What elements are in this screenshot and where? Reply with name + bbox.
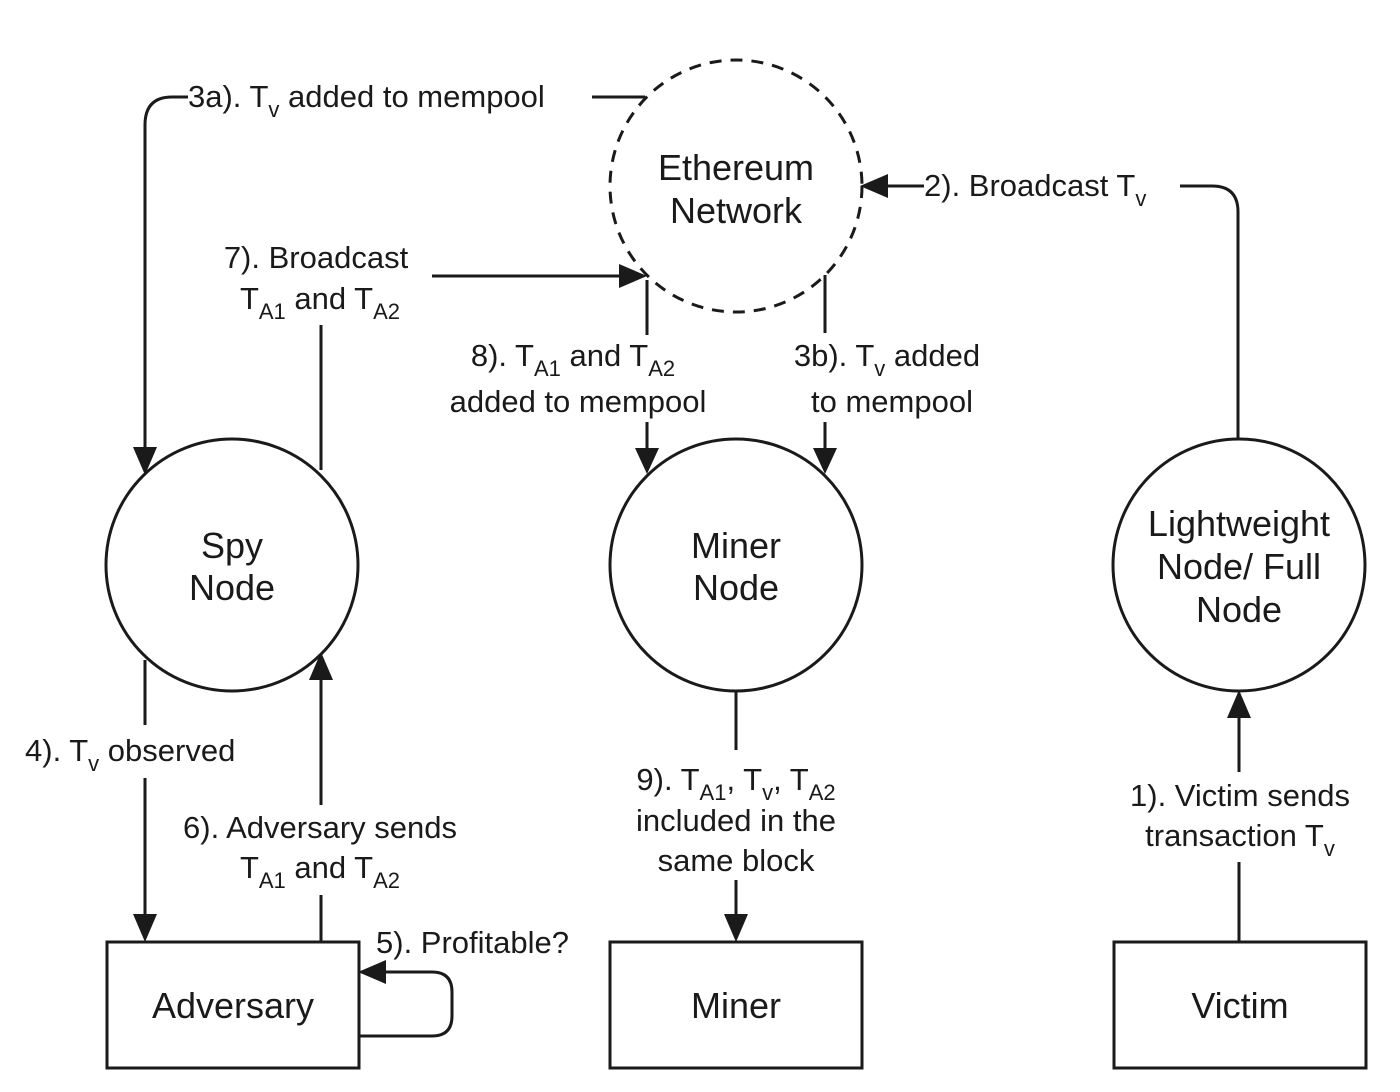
- adversary-box: Adversary: [105, 940, 361, 1070]
- edge-6-label-line-1: 6). Adversary sends: [183, 810, 457, 845]
- edge-3b-label-line-2: to mempool: [811, 384, 973, 419]
- edge-6-label: 6). Adversary sends TA1 and TA2: [183, 810, 457, 893]
- full-node-label-line-3: Node: [1196, 589, 1282, 630]
- edge-1-label-line-2: transaction Tv: [1145, 818, 1335, 861]
- edge-3b-label-line-1: 3b). Tv added: [794, 338, 980, 381]
- edge-7-arrowhead: [619, 264, 647, 288]
- miner-box: Miner: [608, 940, 864, 1070]
- edge-8-label: 8). TA1 and TA2 added to mempool: [450, 338, 707, 419]
- edge-8-label-line-1: 8). TA1 and TA2: [471, 338, 675, 381]
- edge-1-arrowhead: [1227, 690, 1251, 718]
- edge-3b-arrowhead: [813, 448, 837, 474]
- edge-8-arrowhead: [635, 448, 659, 474]
- full-node-label-line-2: Node/ Full: [1157, 546, 1321, 587]
- miner-label: Miner: [691, 985, 781, 1026]
- edge-2-arrowhead: [860, 174, 888, 198]
- edge-5-label: 5). Profitable?: [376, 925, 569, 960]
- full-node: Lightweight Node/ Full Node: [1111, 437, 1367, 693]
- edge-3b-label: 3b). Tv added to mempool: [794, 338, 980, 419]
- edge-7-label-line-1: 7). Broadcast: [224, 240, 409, 275]
- edge-3a-label: 3a). Tv added to mempool: [188, 79, 545, 122]
- miner-node-label-line-1: Miner: [691, 525, 781, 566]
- edge-3a-arrowhead: [133, 447, 157, 475]
- ethereum-network-node: Ethereum Network: [608, 58, 864, 314]
- edge-7-label-line-2: TA1 and TA2: [240, 281, 400, 324]
- spy-node: Spy Node: [104, 437, 360, 693]
- edge-2-label: 2). Broadcast Tv: [924, 168, 1146, 211]
- edge-4-label: 4). Tv observed: [25, 733, 235, 776]
- edge-9-label: 9). TA1, Tv, TA2 included in the same bl…: [636, 762, 836, 878]
- ethereum-network-label-line-2: Network: [670, 190, 803, 231]
- spy-node-label-line-1: Spy: [201, 525, 263, 566]
- edge-7-line: [319, 274, 625, 470]
- edge-9-arrowhead: [724, 914, 748, 942]
- edge-5-line: [360, 970, 454, 1038]
- miner-node-label-line-2: Node: [693, 567, 779, 608]
- edge-9-label-line-2: included in the: [636, 803, 836, 838]
- ethereum-network-label-line-1: Ethereum: [658, 147, 814, 188]
- edge-1-label: 1). Victim sends transaction Tv: [1130, 778, 1350, 861]
- edge-1-label-line-1: 1). Victim sends: [1130, 778, 1350, 813]
- edge-7-label: 7). Broadcast TA1 and TA2: [224, 240, 409, 324]
- edge-6-label-line-2: TA1 and TA2: [240, 850, 400, 893]
- miner-node: Miner Node: [608, 437, 864, 693]
- victim-label: Victim: [1191, 985, 1288, 1026]
- edge-9-label-line-1: 9). TA1, Tv, TA2: [636, 762, 835, 805]
- spy-node-label-line-2: Node: [189, 567, 275, 608]
- full-node-label-line-1: Lightweight: [1148, 503, 1330, 544]
- edge-5-arrowhead: [358, 960, 386, 984]
- victim-box: Victim: [1112, 940, 1368, 1070]
- edge-4-arrowhead: [133, 914, 157, 942]
- edge-9-label-line-3: same block: [658, 843, 815, 878]
- edge-6-arrowhead: [309, 652, 333, 680]
- adversary-label: Adversary: [152, 985, 314, 1026]
- edge-3a-line: [143, 95, 645, 455]
- edge-8-label-line-2: added to mempool: [450, 384, 707, 419]
